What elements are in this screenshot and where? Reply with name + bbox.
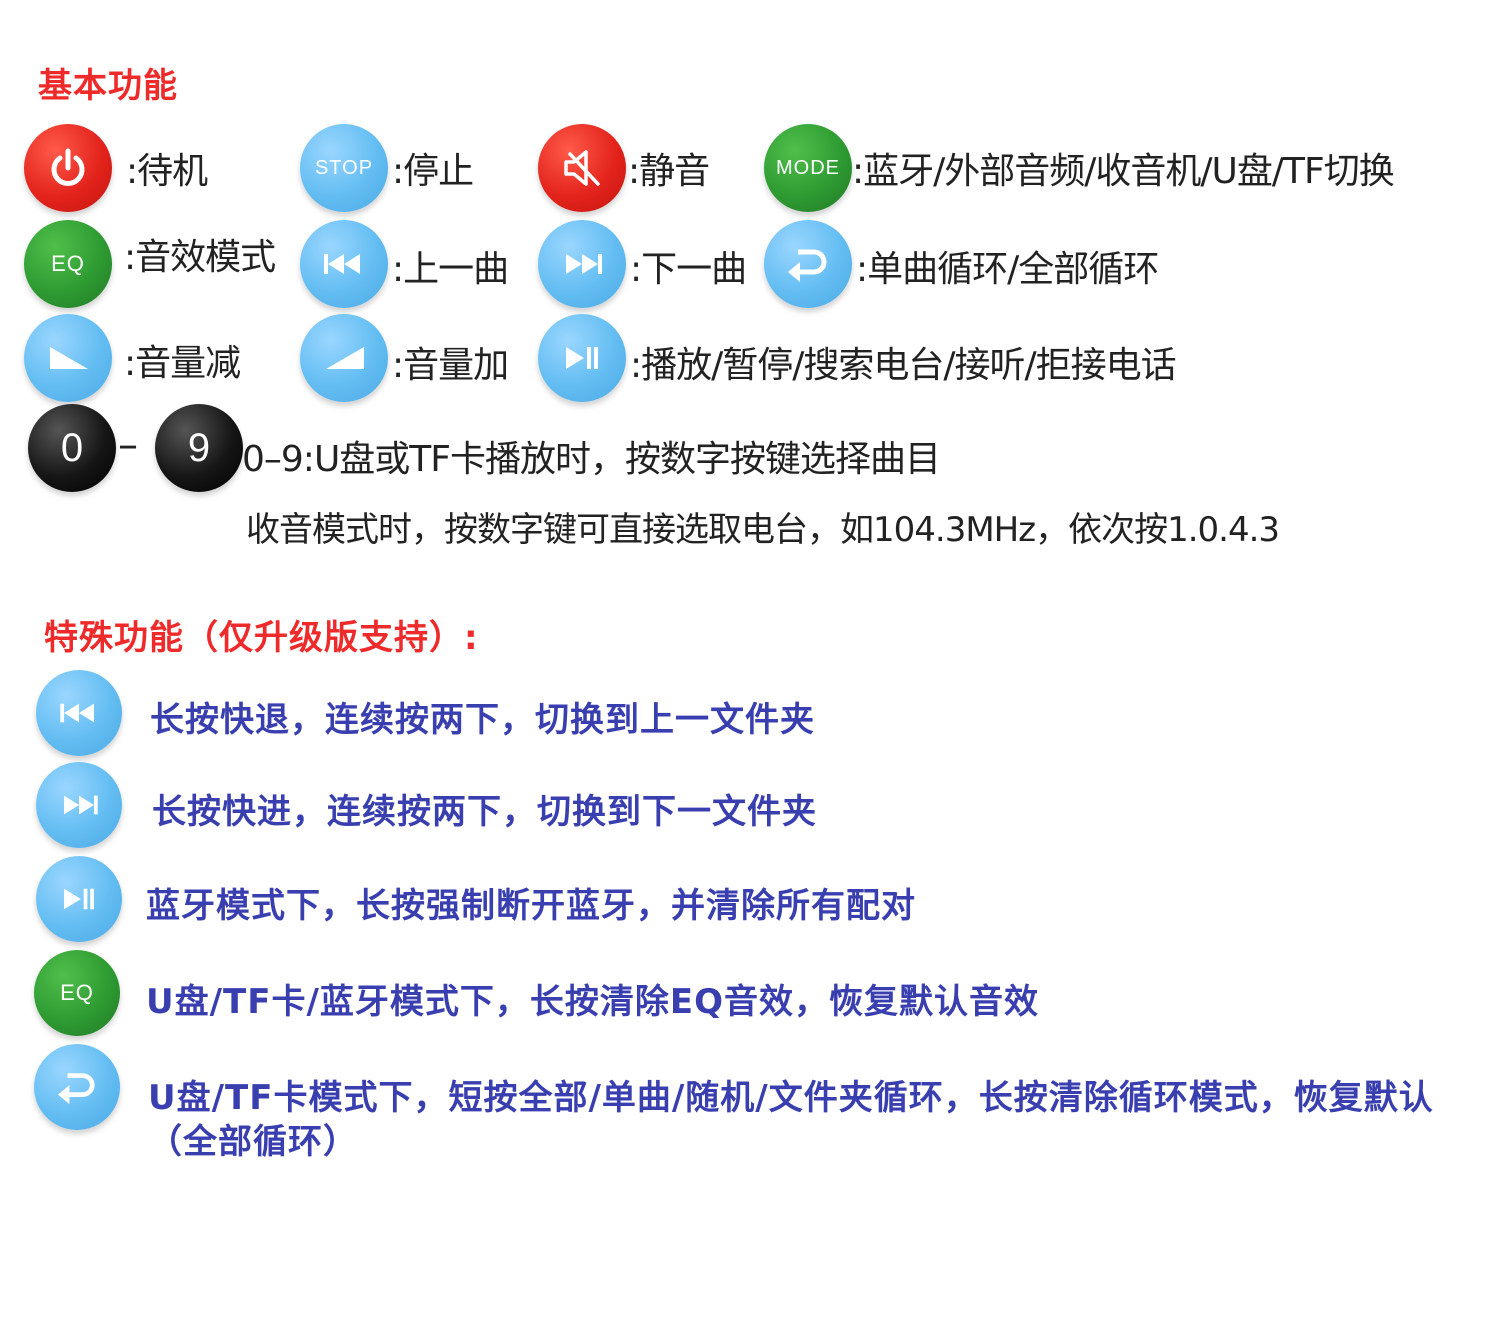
special-next-text: 长按快进，连续按两下，切换到下一文件夹 (152, 792, 817, 832)
next-label: :下一曲 (630, 249, 747, 290)
mute-button[interactable] (538, 124, 626, 212)
volume-down-icon (50, 347, 88, 369)
stop-label: :停止 (392, 151, 474, 192)
stop-icon: STOP (314, 156, 374, 179)
eq-icon: EQ (51, 251, 85, 276)
power-button[interactable] (24, 124, 112, 212)
eq-icon: EQ (60, 980, 94, 1005)
volume-up-button[interactable] (300, 314, 388, 402)
repeat-label: :单曲循环/全部循环 (856, 249, 1159, 290)
repeat-icon (58, 1073, 95, 1105)
digit-range-dash: – (118, 422, 138, 468)
digit-0-button[interactable]: 0 (28, 404, 116, 492)
special-play-pause-button[interactable] (36, 856, 122, 942)
play-pause-icon (566, 347, 598, 369)
eq-button[interactable]: EQ (24, 220, 112, 308)
eq-label: :音效模式 (124, 237, 276, 278)
play-pause-icon (64, 888, 94, 910)
digits-label: 0–9:U盘或TF卡播放时，按数字按键选择曲目 (242, 439, 941, 480)
volume-down-label: :音量减 (124, 343, 241, 384)
volume-down-button[interactable] (24, 314, 112, 402)
volume-up-icon (326, 347, 364, 369)
next-button[interactable] (538, 220, 626, 308)
standby-label: :待机 (126, 151, 208, 192)
mode-button[interactable]: MODE (764, 124, 852, 212)
mode-icon: MODE (776, 156, 840, 179)
special-play-pause-text: 蓝牙模式下，长按强制断开蓝牙，并清除所有配对 (146, 886, 916, 926)
previous-button[interactable] (300, 220, 388, 308)
mute-label: :静音 (628, 151, 710, 192)
previous-icon (60, 703, 94, 723)
power-icon (51, 148, 85, 186)
special-section-title: 特殊功能（仅升级版支持）: (44, 618, 479, 658)
digit-9-label: 9 (187, 425, 211, 470)
play-pause-label: :播放/暂停/搜索电台/接听/拒接电话 (630, 345, 1177, 386)
special-repeat-text: U盘/TF卡模式下，短按全部/单曲/随机/文件夹循环，长按清除循环模式，恢复默认… (148, 1078, 1434, 1162)
next-icon (566, 254, 602, 274)
digit-9-button[interactable]: 9 (155, 404, 243, 492)
special-previous-button[interactable] (36, 670, 122, 756)
previous-label: :上一曲 (392, 249, 509, 290)
mode-label: :蓝牙/外部音频/收音机/U盘/TF切换 (852, 151, 1395, 192)
digit-0-label: 0 (60, 425, 84, 470)
special-next-button[interactable] (36, 762, 122, 848)
repeat-icon (788, 249, 827, 282)
special-previous-text: 长按快退，连续按两下，切换到上一文件夹 (150, 700, 815, 740)
repeat-button[interactable] (764, 220, 852, 308)
special-eq-text: U盘/TF卡/蓝牙模式下，长按清除EQ音效，恢复默认音效 (146, 982, 1039, 1022)
stop-button[interactable]: STOP (300, 124, 388, 212)
basic-section-title: 基本功能 (38, 66, 178, 106)
special-eq-button[interactable]: EQ (34, 950, 120, 1036)
volume-up-label: :音量加 (392, 345, 509, 386)
radio-digits-note: 收音模式时，按数字键可直接选取电台，如104.3MHz，依次按1.0.4.3 (246, 510, 1280, 550)
play-pause-button[interactable] (538, 314, 626, 402)
mute-icon (564, 150, 600, 186)
special-repeat-button[interactable] (34, 1044, 120, 1130)
next-icon (64, 795, 98, 815)
previous-icon (324, 254, 360, 274)
